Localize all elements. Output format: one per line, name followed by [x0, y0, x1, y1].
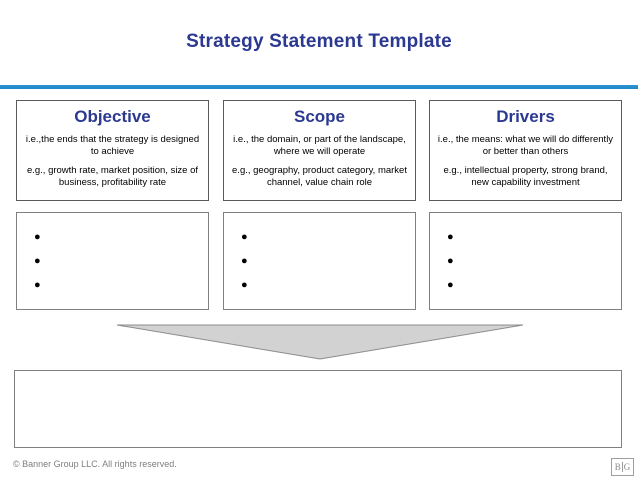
- column-eg-text-scope: e.g., geography, product category, marke…: [232, 165, 407, 188]
- bullet-icon: ●: [34, 255, 41, 267]
- bullet-icon: ●: [447, 231, 454, 243]
- bullet-box-objective: ● ● ●: [16, 212, 209, 310]
- logo-letter-b: B: [614, 462, 621, 472]
- bullet-icon: ●: [34, 231, 41, 243]
- column-eg-text-drivers: e.g., intellectual property, strong bran…: [443, 165, 608, 188]
- bullet-box-scope: ● ● ●: [223, 212, 416, 310]
- header-box-drivers: Drivers i.e., the means: what we will do…: [429, 100, 622, 201]
- column-ie-text-drivers: i.e., the means: what we will do differe…: [437, 134, 614, 157]
- bullet-box-drivers: ● ● ●: [429, 212, 622, 310]
- column-header-scope: Scope: [293, 107, 346, 126]
- bullet-icon: ●: [241, 231, 248, 243]
- down-arrow-icon: [116, 324, 524, 360]
- title-divider: [0, 85, 638, 89]
- bullet-list: ● ● ●: [224, 213, 415, 291]
- bullet-list: ● ● ●: [17, 213, 208, 291]
- column-header-objective: Objective: [74, 107, 151, 126]
- bullet-list: ● ● ●: [430, 213, 621, 291]
- logo-letter-g: G: [623, 462, 631, 472]
- column-ie-text-objective: i.e.,the ends that the strategy is desig…: [25, 134, 200, 157]
- header-box-scope: Scope i.e., the domain, or part of the l…: [223, 100, 416, 201]
- column-ie-text-scope: i.e., the domain, or part of the landsca…: [233, 134, 406, 157]
- bullet-icon: ●: [34, 279, 41, 291]
- column-eg-text-objective: e.g., growth rate, market position, size…: [26, 165, 199, 188]
- banner-group-logo: B G: [611, 458, 634, 476]
- page-title: Strategy Statement Template: [186, 31, 452, 52]
- bullet-icon: ●: [447, 255, 454, 267]
- column-header-drivers: Drivers: [496, 107, 555, 126]
- strategy-statement-box: [14, 370, 622, 448]
- copyright-text: © Banner Group LLC. All rights reserved.: [13, 459, 177, 469]
- bullet-icon: ●: [241, 279, 248, 291]
- logo-divider: [621, 462, 623, 472]
- header-box-objective: Objective i.e.,the ends that the strateg…: [16, 100, 209, 201]
- bullet-icon: ●: [241, 255, 248, 267]
- bullet-icon: ●: [447, 279, 454, 291]
